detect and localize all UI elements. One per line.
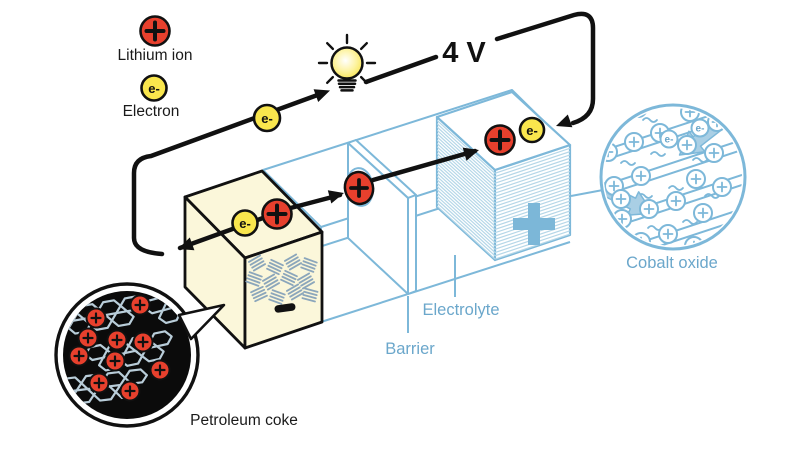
graphite-layer-marks: [245, 253, 319, 305]
svg-text:e-: e-: [261, 111, 273, 126]
electron-symbol: e-: [665, 135, 674, 146]
legend: Lithium ion e- Electron: [118, 15, 193, 120]
minus-sign-icon: [274, 303, 296, 313]
lithium-ion-icon: [139, 15, 171, 47]
svg-text:e-: e-: [239, 216, 251, 231]
electron-icon: e-: [518, 116, 546, 144]
barrier-side-edge: [407, 194, 417, 295]
svg-text:e-: e-: [148, 81, 160, 96]
inset-pointer: [177, 303, 226, 341]
cobalt-oxide-label: Cobalt oxide: [626, 254, 718, 272]
lithium-ion-icon: [261, 198, 293, 230]
cobalt-wavy-marks: [620, 117, 720, 231]
voltage-label: 4 V: [442, 37, 486, 69]
ion-arrow-2: [370, 148, 478, 183]
electron-icon: e-: [140, 74, 168, 102]
light-bulb-icon: [317, 33, 377, 92]
cobalt-oxide-inset: e-e- Cobalt oxide: [570, 103, 747, 272]
external-circuit-wire: [131, 11, 596, 257]
wire-left: [131, 90, 326, 257]
cobalt-leader-line: [570, 189, 604, 197]
cathode-box: [435, 90, 572, 262]
svg-text:e-: e-: [526, 123, 538, 138]
electron-icon: e-: [252, 103, 282, 133]
plus-sign-icon: [513, 203, 555, 245]
petroleum-coke-inset: Petroleum coke: [54, 282, 298, 429]
lithium-ion-icon: [343, 170, 375, 206]
lithium-ion-label: Lithium ion: [118, 47, 193, 64]
electrons-in-cobalt: e-e-: [659, 118, 710, 149]
petroleum-coke-label: Petroleum coke: [190, 412, 298, 429]
electron-icon: e-: [231, 209, 259, 237]
lithium-ion-icon: [484, 124, 516, 156]
bulb-rays: [317, 33, 377, 84]
barrier-label: Barrier: [385, 340, 435, 358]
component-labels: Barrier Electrolyte: [385, 255, 500, 358]
wire-right: [494, 11, 596, 126]
electrolyte-edge: [320, 241, 571, 323]
electrolyte-label: Electrolyte: [422, 301, 499, 319]
wire-middle: [363, 54, 439, 85]
electron-label: Electron: [123, 103, 180, 120]
electron-symbol: e-: [696, 124, 705, 135]
lithium-ions-in-coke: [68, 294, 171, 402]
arrowheads: [178, 89, 573, 251]
barrier-plate: [345, 139, 417, 295]
cathode-hatch: [437, 119, 495, 260]
